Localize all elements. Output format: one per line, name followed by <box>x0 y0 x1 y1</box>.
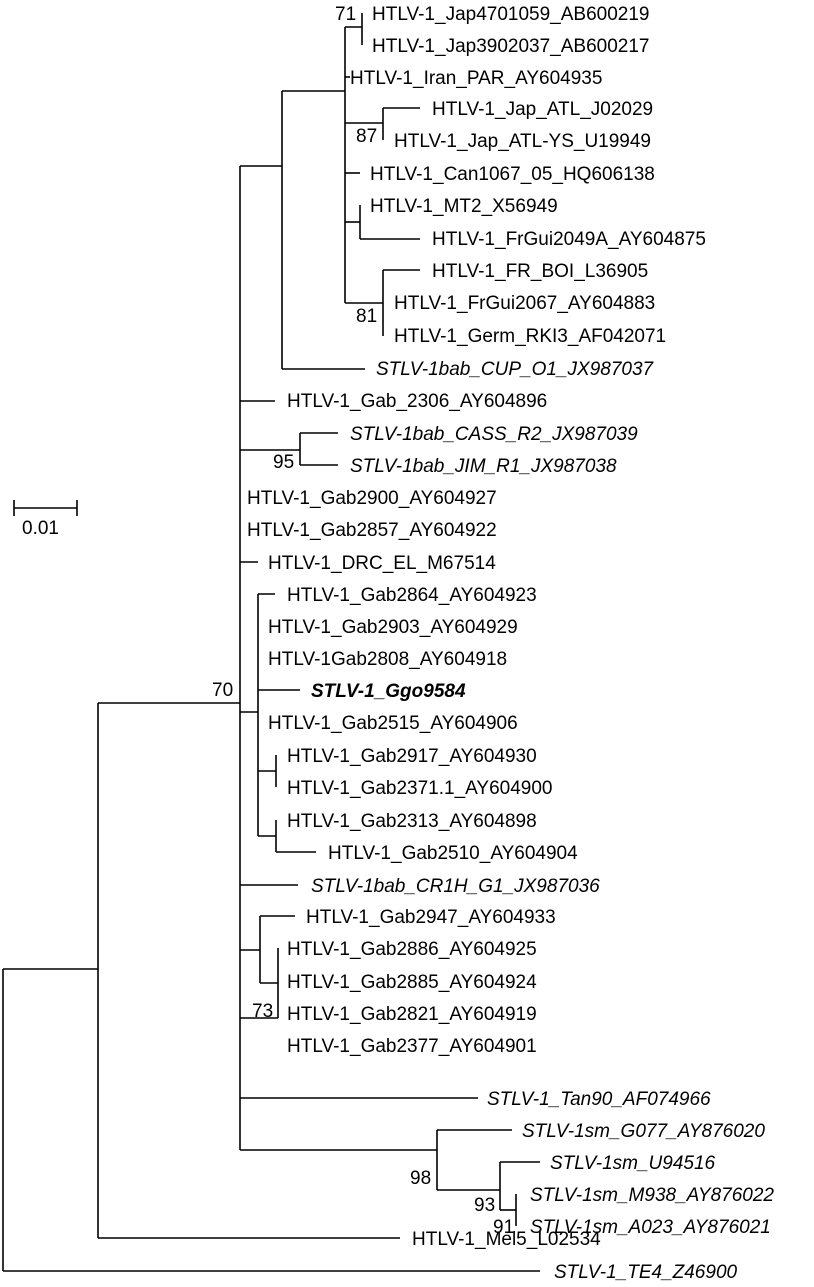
taxon-label: HTLV-1_DRC_EL_M67514 <box>268 553 496 574</box>
taxon-label: HTLV-1_Gab2900_AY604927 <box>247 488 497 509</box>
tree-branches <box>2 13 540 1272</box>
bootstrap-values: 71 87 81 95 70 73 98 93 91 <box>212 4 514 1238</box>
taxon-label: HTLV-1_Jap_ATL-YS_U19949 <box>394 131 651 152</box>
bootstrap-value: 91 <box>493 1217 514 1238</box>
taxon-label: STLV-1bab_CASS_R2_JX987039 <box>350 424 638 445</box>
taxon-label: HTLV-1_FrGui2049A_AY604875 <box>432 229 706 250</box>
bootstrap-value: 93 <box>474 1195 495 1216</box>
taxon-label: HTLV-1_Can1067_05_HQ606138 <box>370 164 655 185</box>
taxon-label: HTLV-1_Gab2857_AY604922 <box>247 520 497 541</box>
taxon-label: HTLV-1_Gab2371.1_AY604900 <box>287 778 553 799</box>
taxon-label: HTLV-1_MT2_X56949 <box>370 196 558 217</box>
bootstrap-value: 81 <box>356 306 377 327</box>
taxon-label: STLV-1_TE4_Z46900 <box>554 1262 738 1283</box>
bootstrap-value: 73 <box>252 1001 273 1022</box>
taxon-label: HTLV-1_FrGui2067_AY604883 <box>394 293 655 314</box>
taxon-label: STLV-1bab_CUP_O1_JX987037 <box>376 359 655 380</box>
bootstrap-value: 87 <box>356 126 377 147</box>
taxon-label: HTLV-1_Gab2313_AY604898 <box>287 811 537 832</box>
taxon-label: HTLV-1_Gab2903_AY604929 <box>268 617 518 638</box>
taxon-label: STLV-1sm_A023_AY876021 <box>530 1217 771 1238</box>
taxon-label: STLV-1bab_JIM_R1_JX987038 <box>350 456 617 477</box>
taxon-label: STLV-1sm_M938_AY876022 <box>530 1185 774 1206</box>
taxon-label: HTLV-1_Gab2885_AY604924 <box>287 972 537 993</box>
taxon-label: HTLV-1_Jap3902037_AB600217 <box>372 36 650 57</box>
taxon-label: HTLV-1_Mel5_L02534 <box>412 1229 601 1250</box>
taxon-label: STLV-1bab_CR1H_G1_JX987036 <box>311 876 600 897</box>
scale-bar-label: 0.01 <box>22 518 59 539</box>
taxon-label: HTLV-1_Gab_2306_AY604896 <box>287 391 547 412</box>
taxon-label: STLV-1sm_U94516 <box>550 1153 716 1174</box>
taxon-label: STLV-1sm_G077_AY876020 <box>522 1121 765 1142</box>
taxon-label: HTLV-1_Gab2864_AY604923 <box>287 585 537 606</box>
bootstrap-value: 70 <box>212 680 233 701</box>
taxon-label: HTLV-1_Iran_PAR_AY604935 <box>350 68 602 89</box>
taxon-label: HTLV-1_Gab2515_AY604906 <box>268 713 518 734</box>
taxon-label: HTLV-1_Jap4701059_AB600219 <box>372 4 650 25</box>
taxon-label: HTLV-1_Germ_RKI3_AF042071 <box>394 326 666 347</box>
taxon-label: HTLV-1_Gab2821_AY604919 <box>287 1004 537 1025</box>
bootstrap-value: 95 <box>273 452 294 473</box>
scale-bar: 0.01 <box>13 500 78 539</box>
bootstrap-value: 98 <box>410 1168 431 1189</box>
taxon-label: HTLV-1_Gab2510_AY604904 <box>328 843 578 864</box>
taxon-label: HTLV-1_Gab2947_AY604933 <box>306 907 556 928</box>
bootstrap-value: 71 <box>335 4 356 25</box>
taxon-label-highlight: STLV-1_Ggo9584 <box>311 681 466 702</box>
taxon-label: STLV-1_Tan90_AF074966 <box>487 1089 711 1110</box>
taxon-label: HTLV-1_Gab2377_AY604901 <box>287 1036 537 1057</box>
taxon-label: HTLV-1_Gab2886_AY604925 <box>287 939 537 960</box>
taxon-label: HTLV-1Gab2808_AY604918 <box>268 649 507 670</box>
taxon-label: HTLV-1_Jap_ATL_J02029 <box>432 99 653 120</box>
taxon-label: HTLV-1_Gab2917_AY604930 <box>287 746 537 767</box>
taxon-labels: HTLV-1_Jap4701059_AB600219 HTLV-1_Jap390… <box>247 4 774 1283</box>
taxon-label: HTLV-1_FR_BOI_L36905 <box>432 261 648 282</box>
